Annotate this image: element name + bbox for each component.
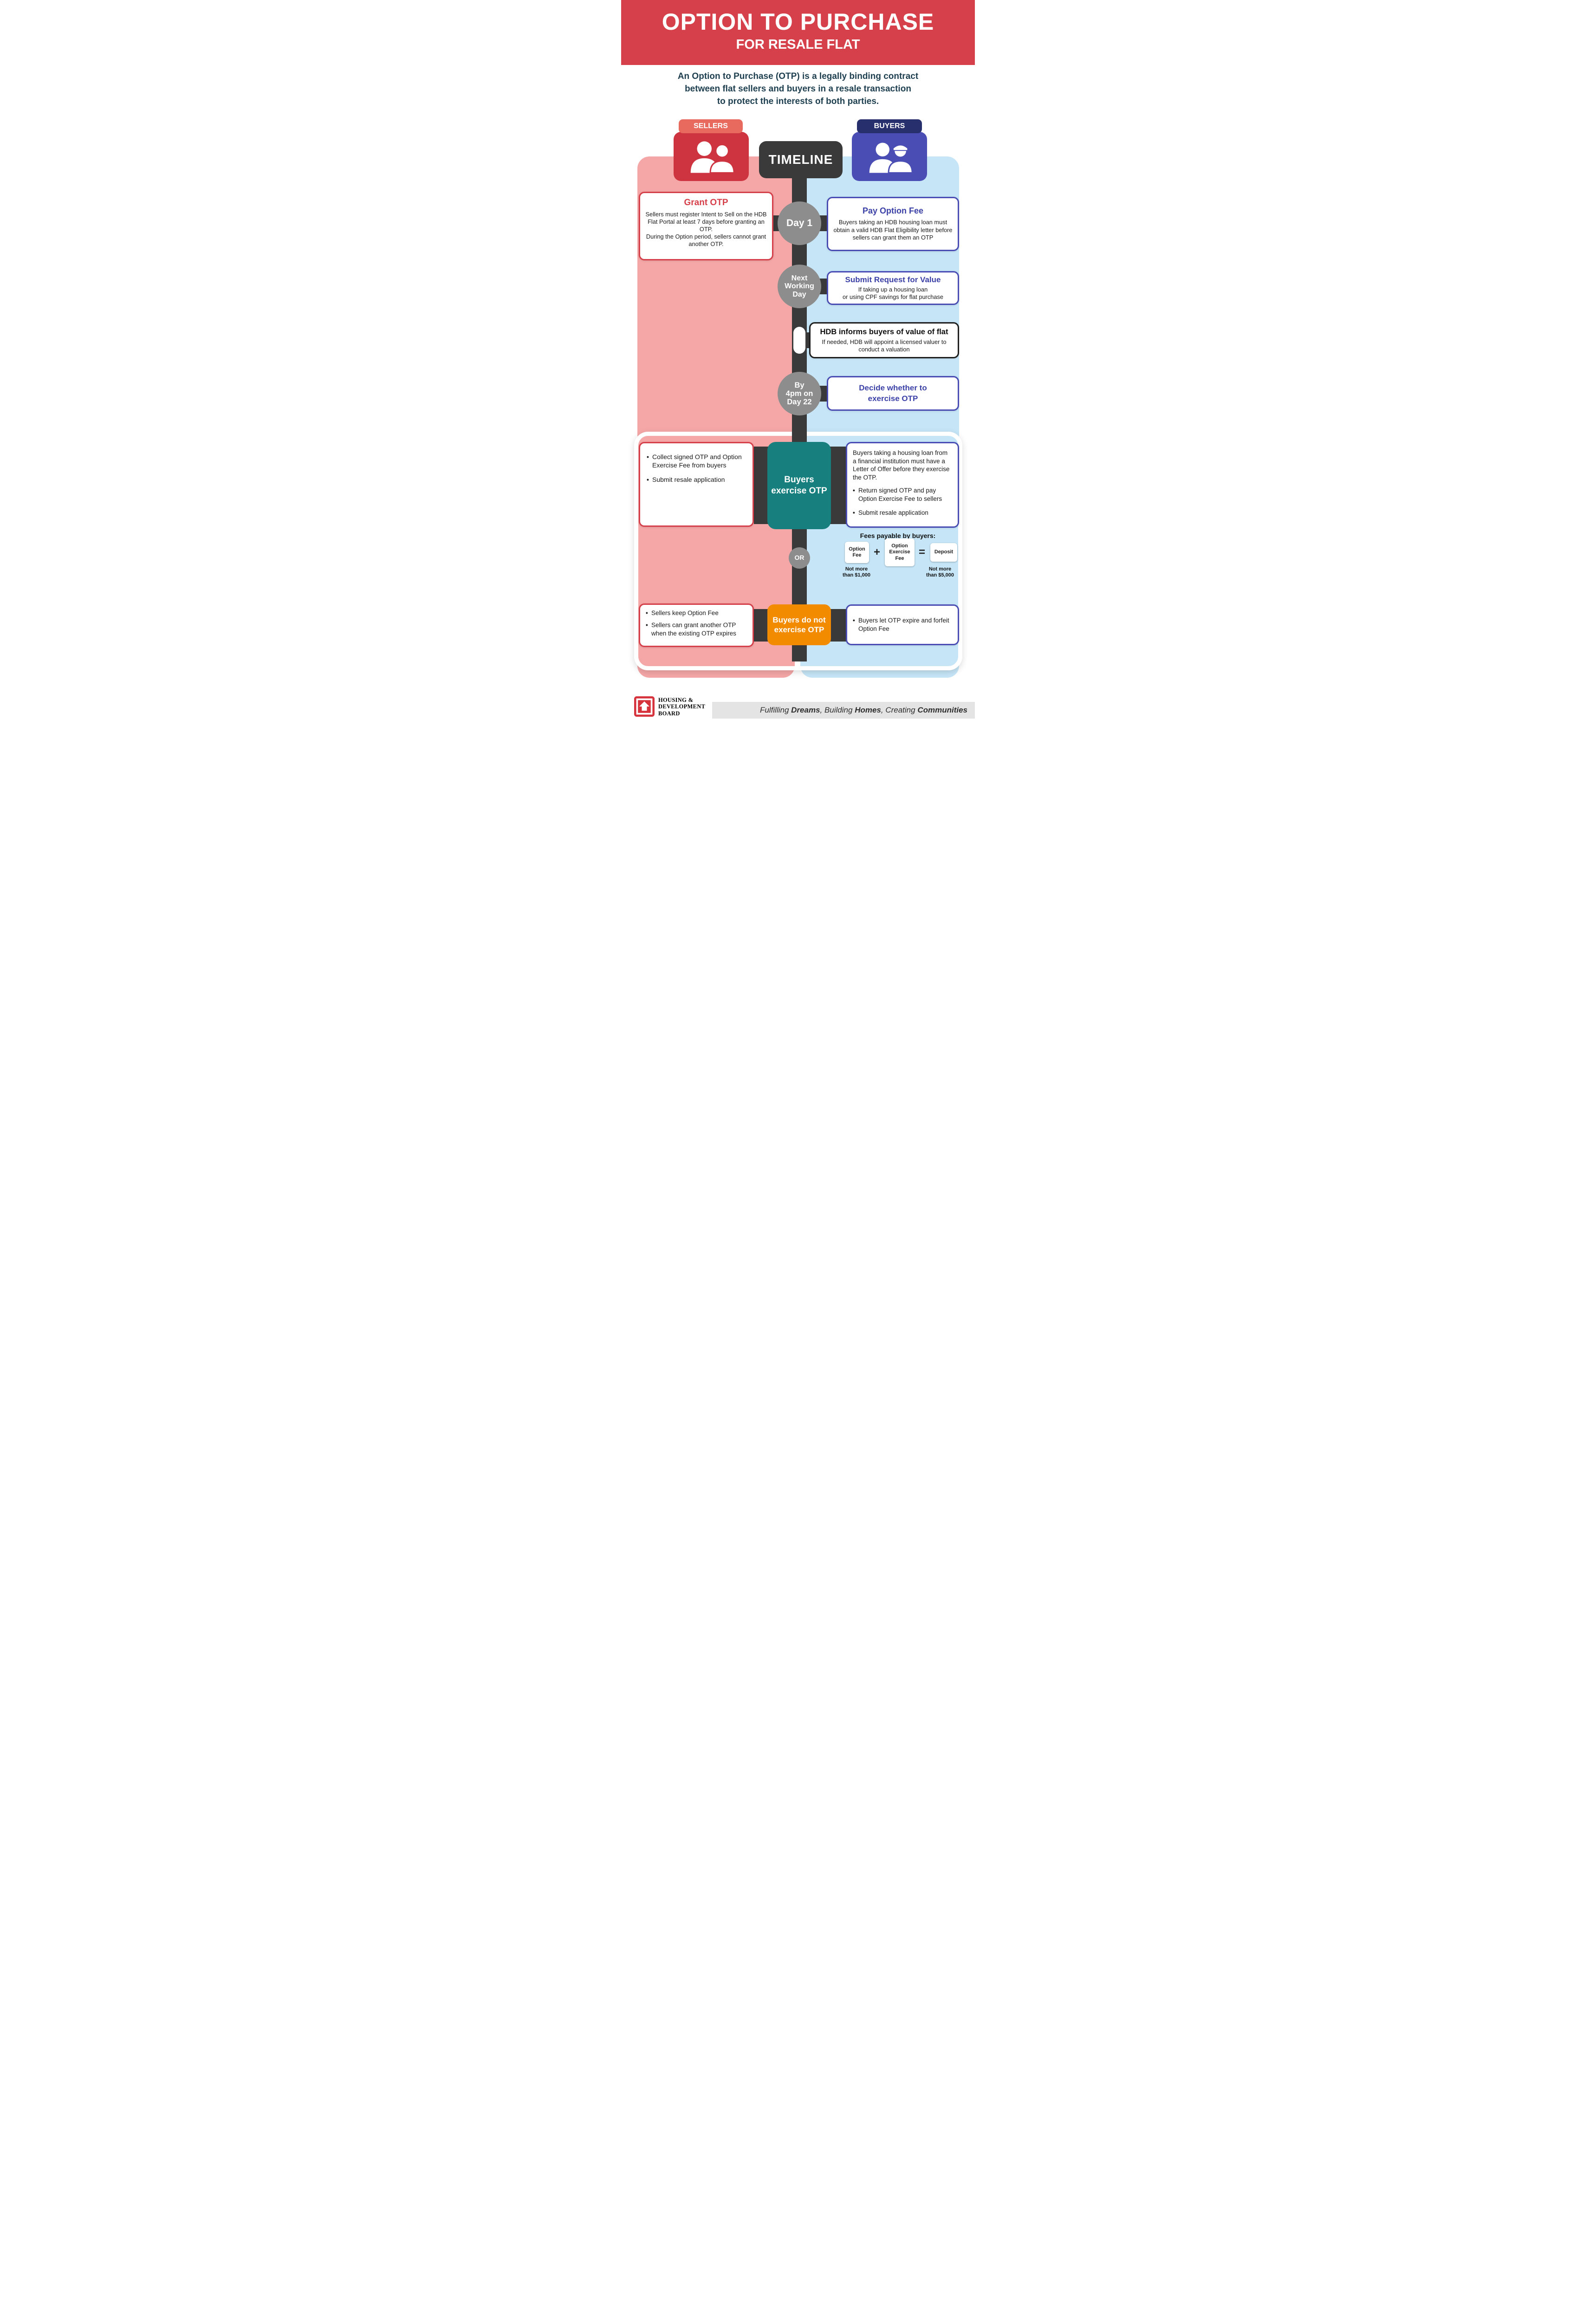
list-item: Submit resale application [647, 475, 746, 484]
tagline-part: , Building [820, 706, 855, 714]
list-item: Collect signed OTP and Option Exercise F… [647, 453, 746, 469]
exercise-seller-box: Collect signed OTP and Option Exercise F… [639, 442, 754, 527]
buyers-label: BUYERS [857, 119, 922, 133]
exercise-buyer-list: Return signed OTP and pay Option Exercis… [853, 486, 952, 517]
node-valuation-marker [793, 327, 805, 354]
fee-deposit-note: Not more than $5,000 [926, 566, 954, 578]
not-exercise-buyer-list: Buyers let OTP expire and forfeit Option… [853, 616, 952, 633]
grant-otp-title: Grant OTP [684, 198, 728, 207]
valuation-body: If needed, HDB will appoint a licensed v… [822, 338, 947, 353]
intro-text: An Option to Purchase (OTP) is a legally… [677, 71, 919, 106]
page-title: OPTION TO PURCHASE [662, 9, 934, 35]
sellers-icon [684, 137, 739, 176]
pay-option-fee-body: Buyers taking an HDB housing loan must o… [833, 219, 953, 241]
exercise-seller-list: Collect signed OTP and Option Exercise F… [647, 453, 746, 484]
exercise-buyer-box: Buyers taking a housing loan from a fina… [846, 442, 959, 528]
tagline: Fulfilling Dreams, Building Homes, Creat… [760, 706, 967, 715]
list-item: Buyers let OTP expire and forfeit Option… [853, 616, 952, 633]
fee-deposit-box: Deposit [930, 543, 957, 562]
fees-title: Fees payable by buyers: [860, 532, 936, 539]
decide-box: Decide whether to exercise OTP [827, 376, 959, 411]
node-or: OR [789, 547, 810, 569]
tagline-part: Dreams [791, 706, 820, 714]
request-for-value-title: Submit Request for Value [845, 275, 941, 285]
not-exercise-buyer-box: Buyers let OTP expire and forfeit Option… [846, 604, 959, 645]
page-subtitle: FOR RESALE FLAT [736, 37, 860, 52]
list-item: Submit resale application [853, 509, 952, 517]
not-exercise-seller-box: Sellers keep Option Fee Sellers can gran… [639, 603, 754, 647]
node-day-22: By 4pm on Day 22 [778, 372, 821, 415]
fee-option-box: Option Fee [845, 542, 869, 563]
buyers-icon [862, 137, 917, 176]
valuation-title: HDB informs buyers of value of flat [820, 327, 948, 336]
exercise-buyer-lead: Buyers taking a housing loan from a fina… [853, 449, 950, 481]
decide-title: Decide whether to exercise OTP [859, 383, 927, 403]
fee-option-note: Not more than $1,000 [843, 566, 870, 578]
equals-sign: = [918, 546, 925, 558]
tagline-strip: Fulfilling Dreams, Building Homes, Creat… [712, 702, 975, 719]
buyers-exercise-badge: Buyers exercise OTP [767, 442, 831, 529]
grant-otp-body: Sellers must register Intent to Sell on … [645, 211, 767, 247]
fee-exercise-box: Option Exercise Fee [885, 538, 915, 566]
buyers-not-exercise-badge: Buyers do not exercise OTP [767, 604, 831, 645]
org-name: HOUSING & DEVELOPMENT BOARD [658, 697, 706, 717]
not-exercise-seller-list: Sellers keep Option Fee Sellers can gran… [646, 609, 747, 642]
request-for-value-box: Submit Request for Value If taking up a … [827, 271, 959, 305]
timeline-label: TIMELINE [759, 141, 843, 178]
infographic-page: OPTION TO PURCHASE FOR RESALE FLAT An Op… [621, 0, 975, 728]
tagline-part: Communities [917, 706, 967, 714]
pay-option-fee-box: Pay Option Fee Buyers taking an HDB hous… [827, 197, 959, 251]
valuation-box: HDB informs buyers of value of flat If n… [809, 322, 959, 358]
plus-sign: + [873, 546, 880, 558]
sellers-label: SELLERS [679, 119, 743, 133]
node-day-1: Day 1 [778, 201, 821, 245]
tagline-part: , Creating [881, 706, 918, 714]
request-for-value-body: If taking up a housing loan or using CPF… [843, 286, 943, 300]
node-next-working-day: Next Working Day [778, 265, 821, 308]
hdb-logo [634, 696, 655, 717]
pay-option-fee-title: Pay Option Fee [862, 206, 924, 216]
sellers-tile [674, 132, 749, 181]
list-item: Sellers can grant another OTP when the e… [646, 621, 747, 637]
tagline-part: Fulfilling [760, 706, 792, 714]
tagline-part: Homes [855, 706, 881, 714]
header-banner: OPTION TO PURCHASE FOR RESALE FLAT [621, 0, 975, 65]
grant-otp-box: Grant OTP Sellers must register Intent t… [639, 192, 773, 260]
buyers-tile [852, 132, 927, 181]
list-item: Return signed OTP and pay Option Exercis… [853, 486, 952, 503]
list-item: Sellers keep Option Fee [646, 609, 747, 617]
